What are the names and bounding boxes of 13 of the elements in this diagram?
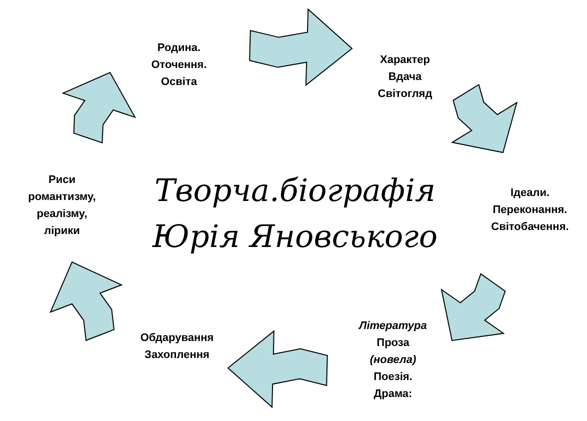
block-arrow (227, 330, 328, 408)
diagram-title: Творча.біографія Юрія Яновського (151, 172, 439, 257)
block-arrow (249, 8, 353, 86)
stage-label: Ідеали. Переконання. Світобачення. (485, 185, 575, 236)
stage-label: Риси романтизму, реалізму, лірики (18, 172, 106, 240)
block-arrow (450, 84, 518, 154)
block-arrow (440, 273, 506, 342)
block-arrow (62, 72, 136, 144)
stage-label: Родина. Оточення. Освіта (146, 40, 212, 91)
stage-label: Характер Вдача Світогляд (372, 52, 438, 103)
stage-label: Обдарування Захоплення (132, 330, 222, 364)
stage-label: Література Проза (новела) Поезія. Драма: (355, 318, 431, 403)
block-arrow (50, 261, 123, 342)
